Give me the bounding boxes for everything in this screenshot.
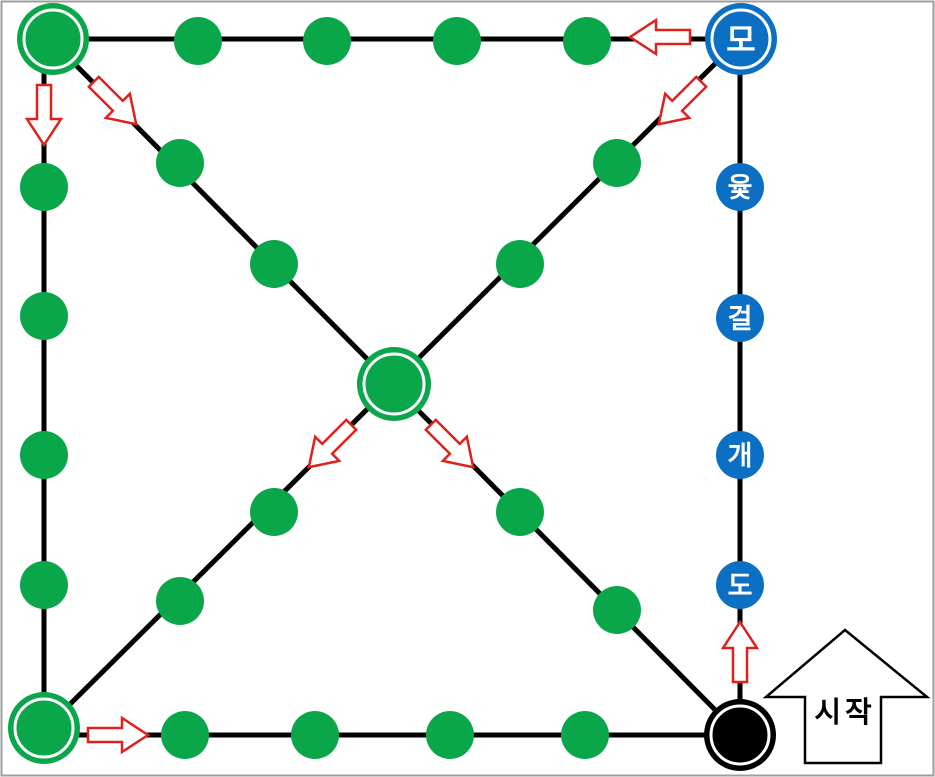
station-node [426,711,474,759]
gae-station: 개 [716,431,764,479]
gae-label: 개 [728,441,753,472]
start-arrow: 시작 [762,628,931,765]
station-node [20,431,68,479]
center-station [357,347,431,421]
station-node [250,488,298,536]
yut-label: 윷 [728,173,753,204]
mo-label: 모 [726,21,755,59]
station-node [156,139,204,187]
arrow-up-icon [720,619,760,684]
do-station: 도 [716,561,764,609]
station-node [20,163,68,211]
station-node [561,711,609,759]
station-node [174,17,222,65]
left-column-stations [20,163,68,609]
station-node [496,488,544,536]
arrow-left-icon [627,17,692,57]
arrow-diagonal-down-right-icon [87,75,138,126]
do-label: 도 [728,571,753,602]
arrow-diagonal-down-left-icon [657,75,708,126]
station-node [250,240,298,288]
arrow-right-icon [86,715,151,755]
station-node [291,711,339,759]
geol-label: 걸 [728,304,753,335]
station-node [563,17,611,65]
station-node [20,561,68,609]
diagonal-stations [156,139,641,634]
start-arrow-icon [762,628,931,765]
station-node [593,586,641,634]
top-row-stations [174,17,611,65]
corner-bottom-left-station [8,692,80,764]
mo-station: 모 [705,3,777,75]
station-node [433,17,481,65]
station-node [156,577,204,625]
station-node [593,139,641,187]
corner-top-left-station [17,3,89,75]
bottom-row-stations [161,711,609,759]
yut-station: 윷 [716,163,764,211]
station-node [496,240,544,288]
station-node [20,292,68,340]
start-label: 시작 [814,695,875,729]
station-node [303,17,351,65]
arrow-diagonal-down-left-icon [307,418,358,469]
geol-station: 걸 [716,294,764,342]
start-station [704,699,776,771]
arrow-diagonal-down-right-icon [424,418,475,469]
station-node [161,711,209,759]
direction-arrows [24,17,760,755]
arrow-down-icon [24,83,64,148]
